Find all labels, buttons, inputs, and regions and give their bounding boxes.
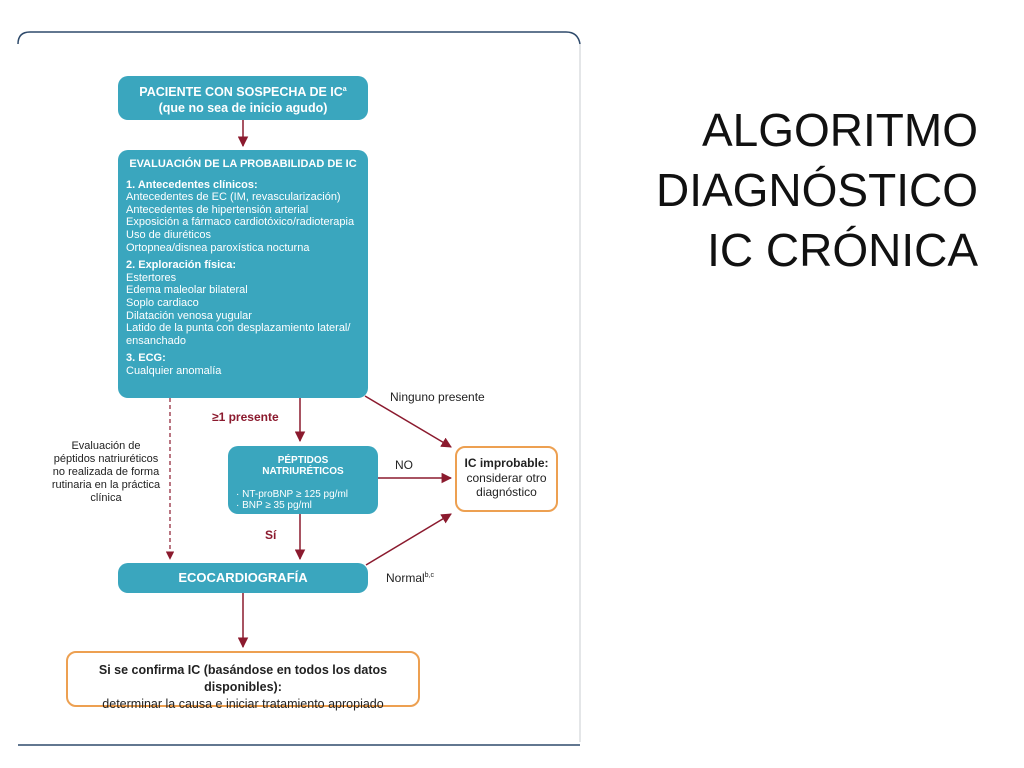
label-normal: Normalb,c <box>386 571 435 585</box>
eval-item: Antecedentes de hipertensión arterial <box>126 203 309 216</box>
label-yes: Sí <box>265 528 277 542</box>
box-probability-evaluation: EVALUACIÓN DE LA PROBABILIDAD DE IC 1. A… <box>118 150 368 398</box>
eval-item: Antecedentes de EC (IM, revascularizació… <box>126 191 341 204</box>
eval-item: Edema maleolar bilateral <box>126 284 248 297</box>
eval-section-title: 3. ECG: <box>126 352 166 365</box>
eval-heading: EVALUACIÓN DE LA PROBABILIDAD DE IC <box>129 158 357 170</box>
eval-item: Ortopnea/disnea paroxística nocturna <box>126 241 310 254</box>
label-one-or-more-present: ≥1 presente <box>212 410 279 424</box>
label-none-present: Ninguno presente <box>390 390 485 404</box>
peptides-heading: PÉPTIDOS NATRIURÉTICOS <box>262 455 344 477</box>
box-hf-improbable: IC improbable: considerar otro diagnósti… <box>455 446 558 512</box>
peptides-item: · BNP ≥ 35 pg/ml <box>236 500 312 511</box>
arrow-eval-to-improbable <box>364 395 452 448</box>
label-peptides-not-routine: Evaluación de péptidos natriuréticos no … <box>51 440 161 504</box>
eval-item: Uso de diuréticos <box>126 228 211 241</box>
box-echocardiography: ECOCARDIOGRAFÍA <box>118 563 368 593</box>
eval-item: Cualquier anomalía <box>126 364 222 377</box>
eval-item: Soplo cardiaco <box>126 296 199 309</box>
arrow-echo-to-improbable <box>365 513 452 566</box>
eval-section-title: 2. Exploración física: <box>126 259 237 272</box>
box-natriuretic-peptides: PÉPTIDOS NATRIURÉTICOS · NT-proBNP ≥ 125… <box>228 446 378 514</box>
eval-section-title: 1. Antecedentes clínicos: <box>126 178 258 191</box>
label-no: NO <box>395 458 413 472</box>
slide-title-line: IC CRÓNICA <box>707 224 978 276</box>
eval-item: Latido de la punta con desplazamiento la… <box>126 322 351 347</box>
eval-item: Estertores <box>126 271 177 284</box>
eval-item: Dilatación venosa yugular <box>126 309 252 322</box>
box-suspected-hf: PACIENTE CON SOSPECHA DE ICa (que no sea… <box>118 76 368 120</box>
peptides-item: · NT-proBNP ≥ 125 pg/ml <box>236 489 349 500</box>
eval-item: Exposición a fármaco cardiotóxico/radiot… <box>126 216 355 229</box>
slide-title-line: DIAGNÓSTICO <box>655 164 978 216</box>
slide-title-line: ALGORITMO <box>701 104 978 156</box>
figure-frame-top <box>17 31 581 45</box>
box-hf-confirmed: Si se confirma IC (basándose en todos lo… <box>66 651 420 711</box>
slide-title: ALGORITMO DIAGNÓSTICO IC CRÓNICA <box>618 100 978 280</box>
